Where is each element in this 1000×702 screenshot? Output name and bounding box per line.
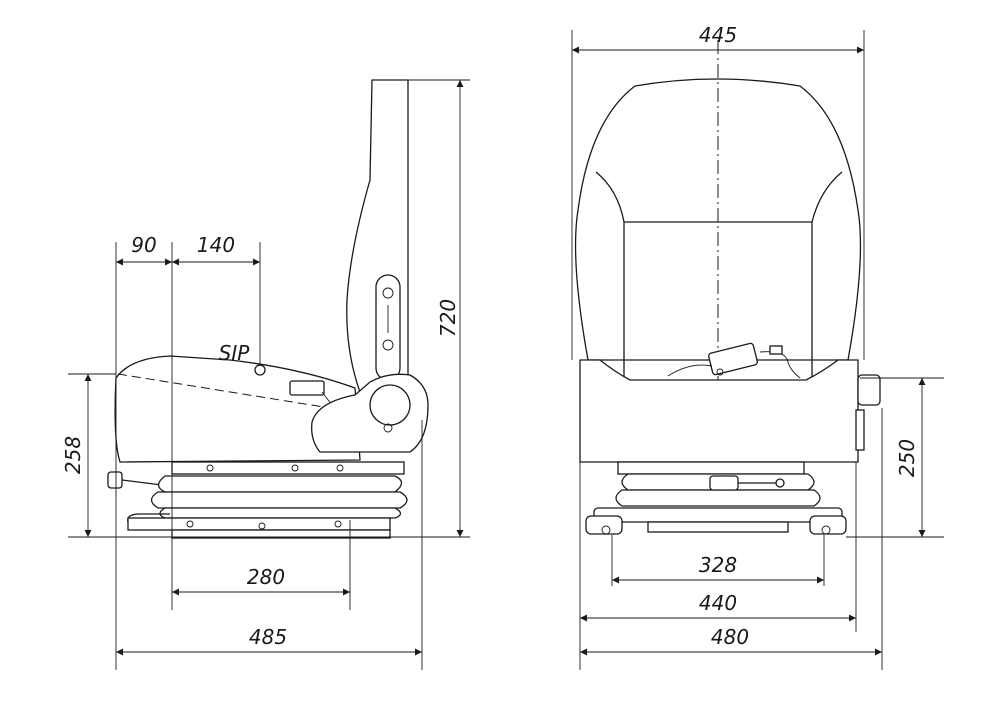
- front-height-lever: [709, 475, 739, 491]
- front-view: 445 250 328 440 480: [571, 23, 944, 670]
- dim-328: 328: [699, 553, 737, 577]
- dim-485: 485: [249, 625, 287, 649]
- side-view: 90 140 SIP 720 258 280 485: [61, 79, 470, 670]
- dim-258: 258: [61, 436, 85, 474]
- dim-250: 250: [895, 439, 919, 477]
- front-rail-right-foot: [809, 515, 847, 535]
- bracket-bolt-top: [382, 287, 394, 299]
- front-side-knob: [857, 374, 881, 406]
- dim-140: 140: [197, 233, 235, 257]
- front-seat-cushion: [579, 359, 859, 463]
- dim-480: 480: [711, 625, 749, 649]
- sip-label: SIP: [219, 341, 251, 365]
- side-pivot-screw: [383, 423, 393, 433]
- dim-280: 280: [247, 565, 285, 589]
- front-control-module: [708, 342, 758, 376]
- dim-720: 720: [436, 299, 460, 337]
- front-base-rail: [593, 507, 843, 523]
- dim-90: 90: [131, 233, 156, 257]
- seat-slope-line: [117, 373, 331, 409]
- dim-440: 440: [699, 591, 737, 615]
- sip-point: [254, 364, 266, 376]
- bracket-bolt-bottom: [382, 339, 394, 351]
- side-pivot-knob: [369, 384, 411, 426]
- side-height-knob: [107, 471, 123, 489]
- front-top-plate: [617, 461, 805, 475]
- side-base-rail: [127, 517, 391, 531]
- side-seat-lever: [289, 380, 325, 396]
- front-rail-left-foot: [585, 515, 623, 535]
- side-bellows-mid: [150, 491, 408, 509]
- side-bellows: [157, 475, 403, 493]
- dim-445: 445: [699, 23, 737, 47]
